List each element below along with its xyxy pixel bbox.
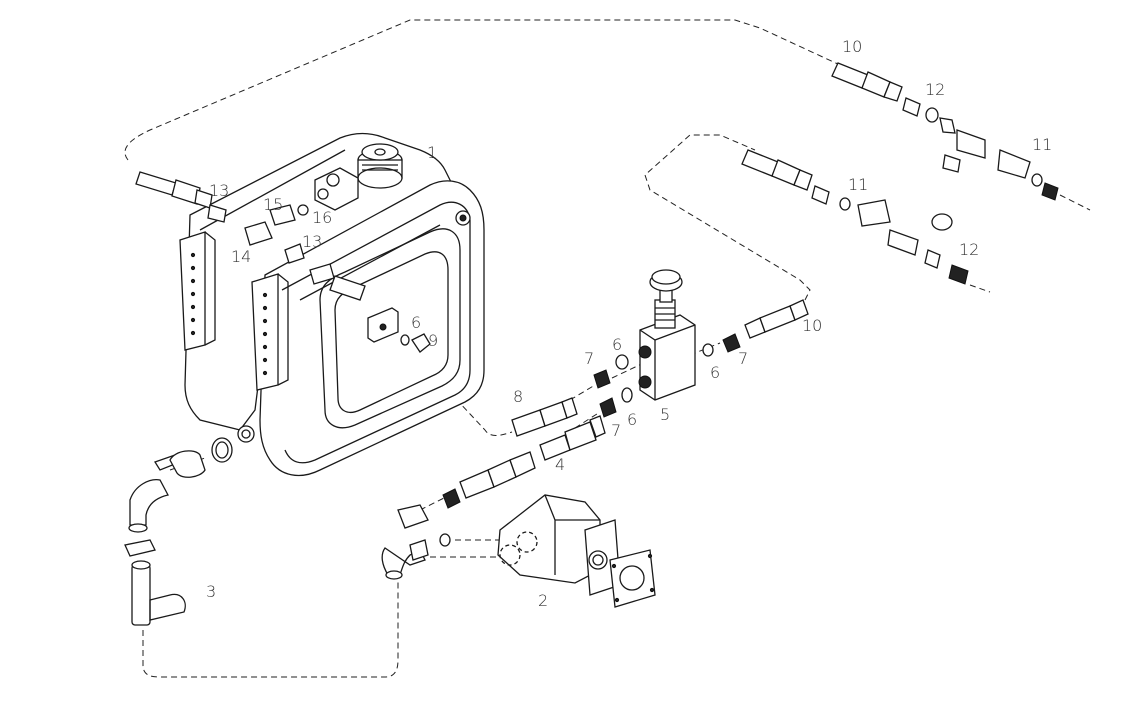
label-part-13-lower: 13	[302, 232, 322, 251]
label-part-4: 4	[555, 455, 565, 474]
label-part-15: 15	[263, 195, 283, 214]
top-return-dashed-line	[124, 19, 841, 161]
plug-and-washer	[400, 333, 431, 353]
label-part-12-lower: 12	[959, 240, 979, 259]
label-part-13-upper: 13	[209, 181, 229, 200]
label-part-6-upper: 6	[612, 335, 622, 354]
bracket-holes-right	[262, 292, 268, 376]
label-part-7-right: 7	[738, 349, 748, 368]
label-part-6-lower: 6	[627, 410, 637, 429]
pressure-relief-valve	[638, 269, 696, 401]
pump-fittings	[381, 504, 451, 580]
label-part-8: 8	[513, 387, 523, 406]
label-part-6-tank: 6	[411, 313, 421, 332]
tank-hose-top	[135, 171, 366, 301]
middle-right-coupling-set	[741, 149, 969, 285]
valve-fittings	[593, 333, 741, 418]
label-part-11-middle: 11	[848, 175, 868, 194]
label-part-9: 9	[428, 331, 438, 350]
hose-4	[442, 415, 606, 509]
label-part-16: 16	[312, 208, 332, 227]
label-part-1: 1	[427, 143, 437, 162]
tank-to-hose8-dashed	[414, 354, 513, 436]
hose4-dashed	[574, 411, 601, 429]
bracket-holes-left	[190, 252, 196, 336]
label-part-5: 5	[660, 405, 670, 424]
label-part-11-upper: 11	[1032, 135, 1052, 154]
label-part-2: 2	[538, 591, 548, 610]
hose-8	[511, 397, 578, 437]
gear-pump	[497, 494, 656, 608]
hydraulic-tank	[179, 132, 485, 477]
label-part-3: 3	[206, 582, 216, 601]
label-part-14: 14	[231, 247, 251, 266]
label-part-10-valve: 10	[802, 316, 822, 335]
label-part-12-upper: 12	[925, 80, 945, 99]
right-line-dashed	[1059, 194, 1091, 211]
suction-loop-dashed	[142, 580, 399, 678]
right-line-2-dashed	[969, 284, 991, 293]
label-part-7-lower: 7	[611, 421, 621, 440]
upper-right-coupling-set	[831, 62, 1059, 201]
mid-return-dashed-line	[644, 134, 811, 301]
hose4-lower-dashed	[419, 494, 451, 511]
label-part-6-right: 6	[710, 363, 720, 382]
suction-assembly	[124, 437, 233, 626]
label-part-7-upper: 7	[584, 349, 594, 368]
label-part-10-top: 10	[842, 37, 862, 56]
hose8-dashed	[569, 384, 596, 401]
hose-10-right	[744, 299, 809, 339]
part-labels: 1 2 3 4 5 6 6 6 6 7 7 7 8 9 10 10 11 11 …	[206, 37, 1052, 610]
